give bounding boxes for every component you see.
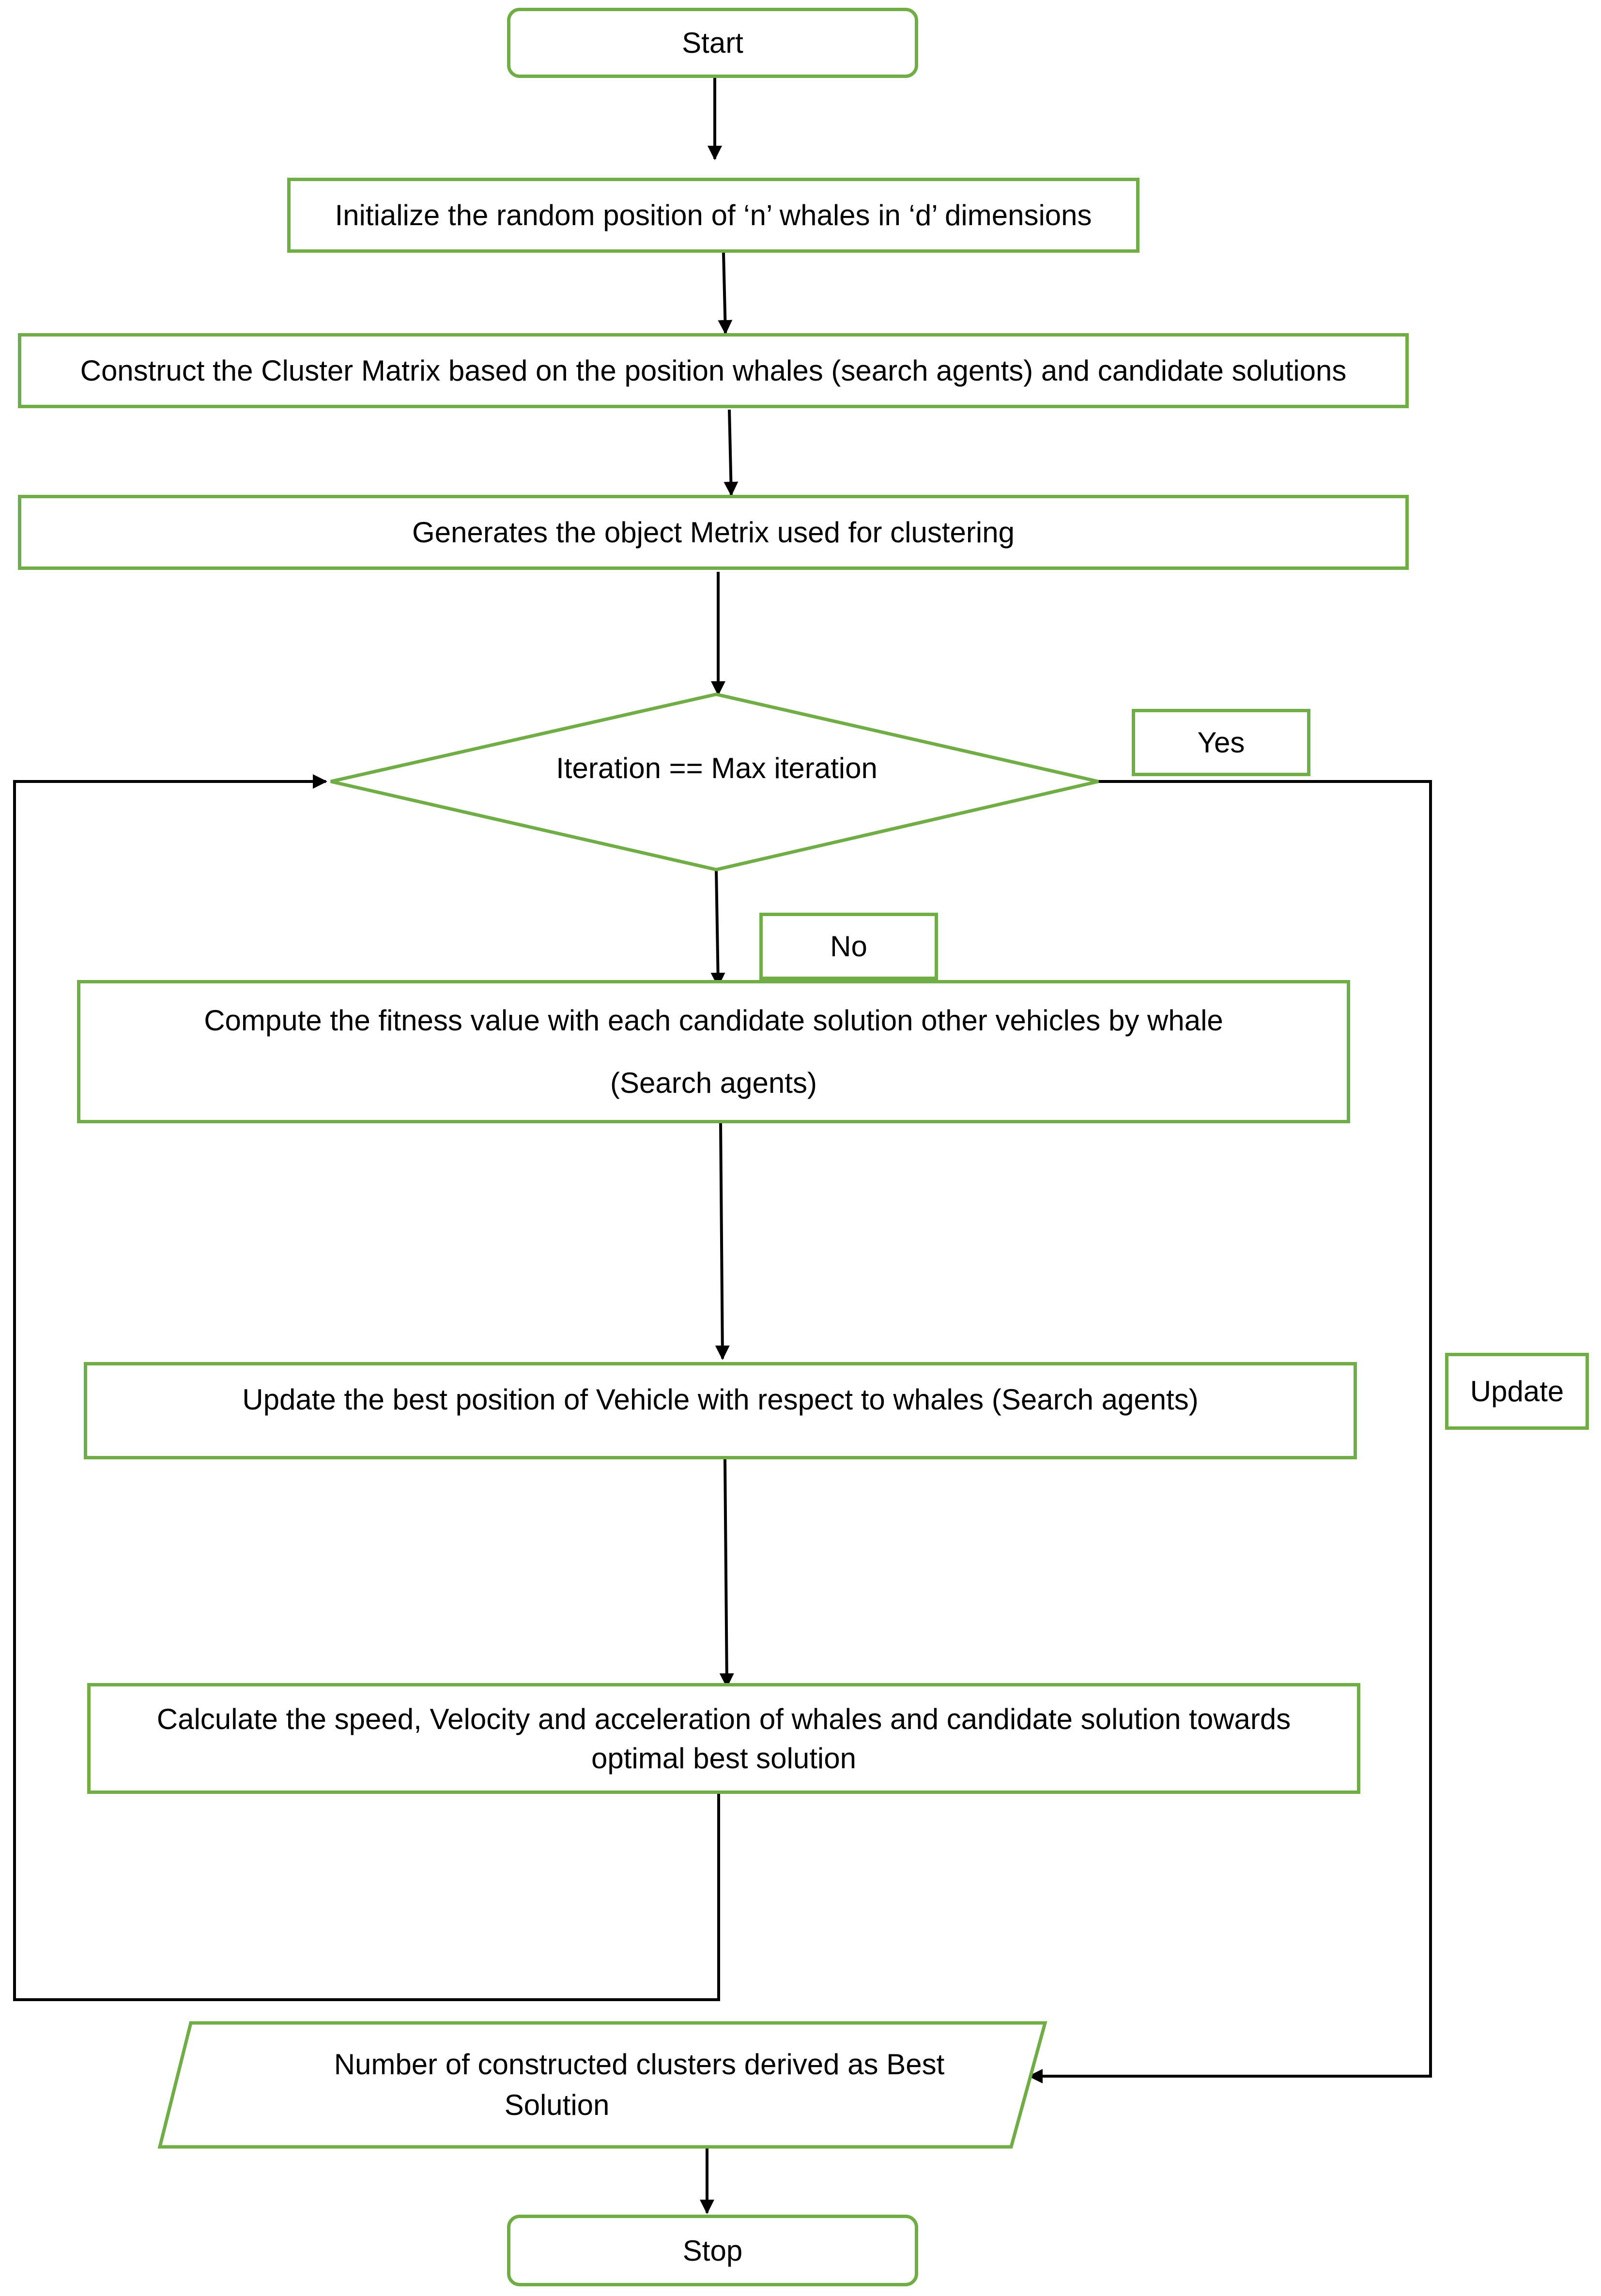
fitness-step: Compute the fitness value with each cand…: [77, 980, 1350, 1123]
decision-label: Iteration == Max iteration: [556, 752, 877, 784]
object-matrix-step: Generates the object Metrix used for clu…: [18, 495, 1409, 570]
arrow-fitness-to-update: [715, 1123, 730, 1360]
update-position-label: Update the best position of Vehicle with…: [242, 1383, 1199, 1416]
object-matrix-label: Generates the object Metrix used for clu…: [412, 516, 1015, 549]
cluster-matrix-step: Construct the Cluster Matrix based on th…: [18, 333, 1409, 408]
decision-diamond: [330, 692, 1099, 872]
start-label: Start: [682, 27, 743, 59]
arrow-decision-to-fitness: [710, 869, 725, 987]
init-label: Initialize the random position of ‘n’ wh…: [335, 199, 1092, 231]
cluster-matrix-label: Construct the Cluster Matrix based on th…: [80, 354, 1347, 387]
update-label: Update: [1470, 1375, 1564, 1408]
fitness-label-line2: (Search agents): [610, 1067, 817, 1099]
start-terminal: Start: [507, 8, 918, 78]
yes-label: Yes: [1197, 726, 1245, 759]
stop-label: Stop: [682, 2234, 743, 2267]
output-parallelogram: [157, 2021, 1047, 2149]
stop-terminal: Stop: [507, 2215, 918, 2286]
output-label-box: Number of constructed clusters derived a…: [194, 2044, 1017, 2131]
output-label-line1: Number of constructed clusters derived a…: [334, 2048, 945, 2081]
loop-back-line: [13, 774, 720, 2001]
fitness-label-line1: Compute the fitness value with each cand…: [204, 1004, 1223, 1037]
no-tag: No: [759, 913, 938, 980]
no-label: No: [830, 930, 867, 963]
update-position-step: Update the best position of Vehicle with…: [84, 1362, 1357, 1459]
arrow-init-to-cluster: [718, 252, 733, 335]
calculate-label-line2: optimal best solution: [591, 1742, 856, 1775]
init-step: Initialize the random position of ‘n’ wh…: [287, 178, 1139, 253]
arrow-cluster-to-object: [724, 409, 739, 496]
yes-tag: Yes: [1132, 709, 1310, 776]
output-label-line2: Solution: [504, 2089, 610, 2121]
calculate-label-line1: Calculate the speed, Velocity and accele…: [156, 1702, 1291, 1735]
calculate-step: Calculate the speed, Velocity and accele…: [87, 1683, 1360, 1794]
decision-label-box: Iteration == Max iteration: [499, 748, 935, 792]
update-tag: Update: [1445, 1353, 1589, 1430]
yes-branch-line: [1028, 780, 1432, 2083]
arrow-update-to-calculate: [719, 1459, 734, 1688]
